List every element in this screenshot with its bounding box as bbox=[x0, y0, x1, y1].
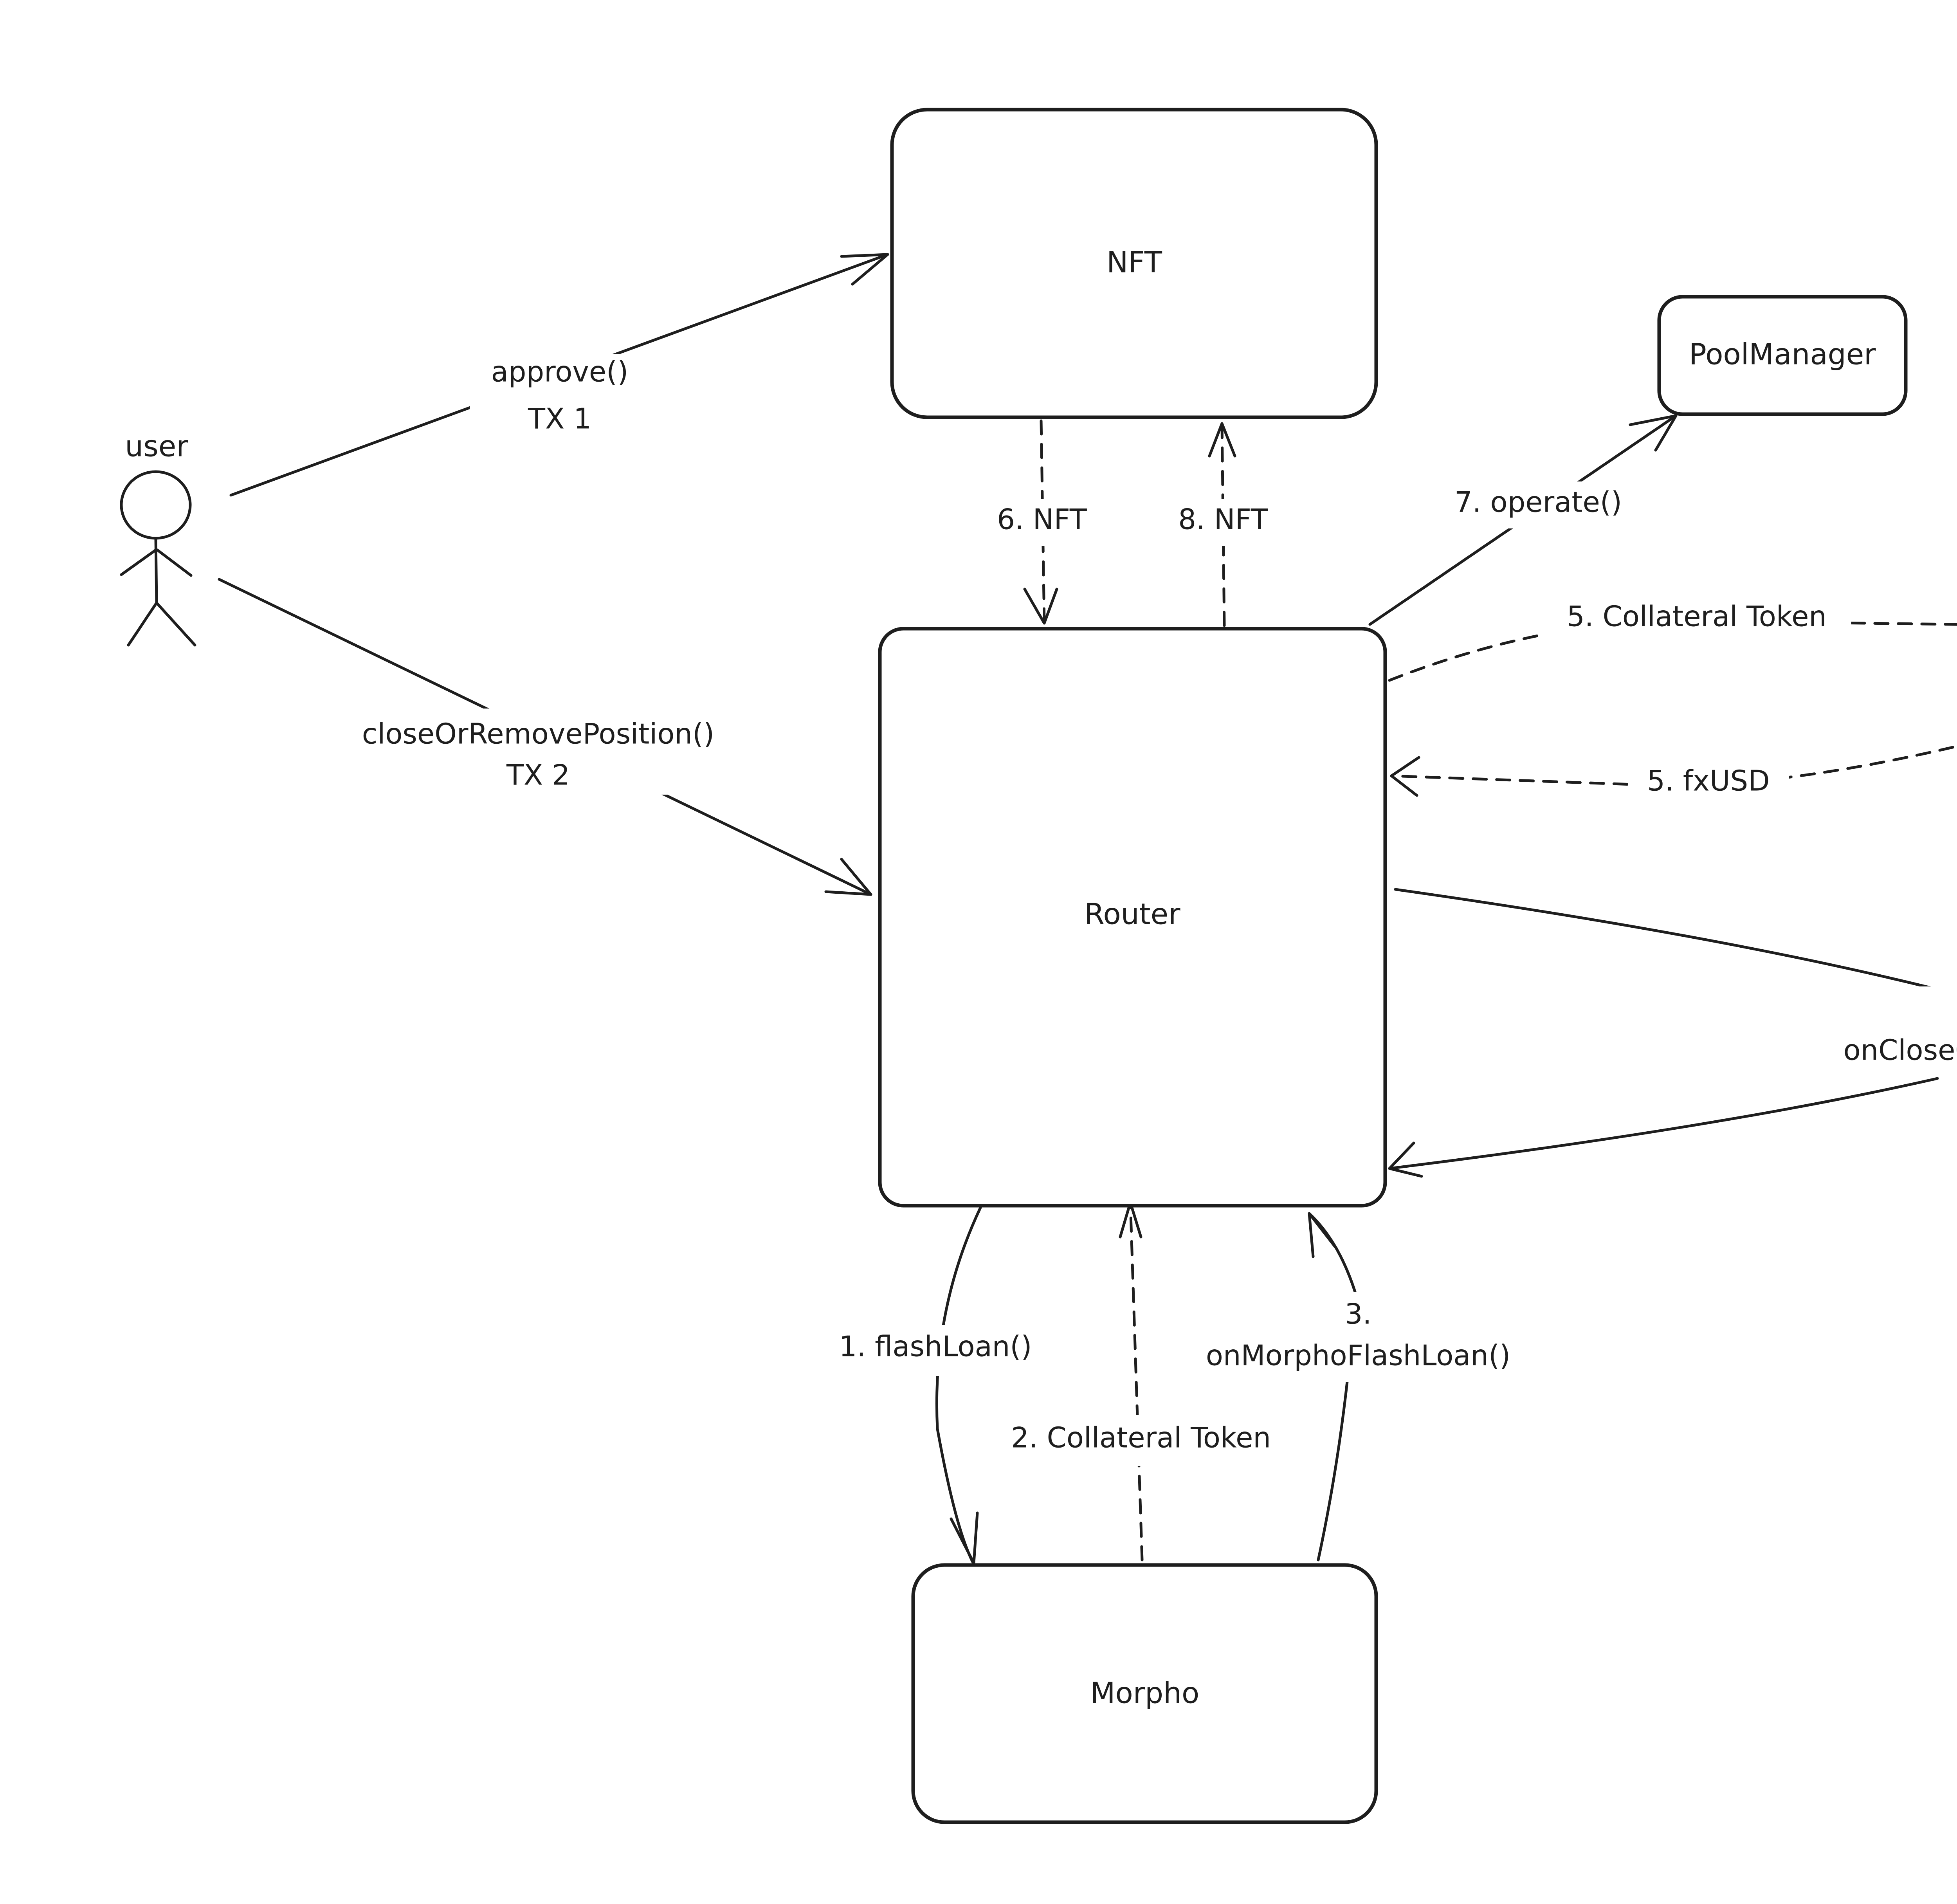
edge-label-fxusd: 5. fxUSD bbox=[1628, 759, 1789, 806]
edge-label-nft-8-text: 8. NFT bbox=[1178, 503, 1269, 536]
edge-label-collateral-morpho: 2. Collateral Token bbox=[979, 1415, 1303, 1466]
edge-label-close-or-remove: closeOrRemovePosition() TX 2 bbox=[329, 709, 751, 795]
actor-user[interactable]: user bbox=[120, 430, 196, 647]
edge-on-morpho-flashloan[interactable] bbox=[1308, 1212, 1357, 1561]
node-poolmanager-box bbox=[1657, 295, 1908, 416]
arrowhead-icon bbox=[1308, 1212, 1338, 1258]
edge-label-close-or-remove-line2: TX 2 bbox=[506, 759, 570, 792]
node-nft-box bbox=[890, 108, 1378, 419]
edge-label-on-close-or-remove-line2: onCloseOrRemovePosition() bbox=[1843, 1034, 1957, 1067]
node-poolmanager-label: PoolManager bbox=[1689, 338, 1876, 371]
node-morpho[interactable]: Morpho bbox=[911, 1563, 1378, 1824]
node-nft-label: NFT bbox=[1106, 246, 1162, 279]
edge-label-approve-line2: TX 1 bbox=[528, 402, 591, 435]
edge-label-approve: approve() TX 1 bbox=[470, 354, 642, 435]
actor-user-label: user bbox=[125, 430, 188, 463]
node-morpho-box bbox=[911, 1563, 1378, 1824]
node-router[interactable]: Router bbox=[878, 627, 1387, 1208]
arrowhead-icon bbox=[1629, 414, 1678, 452]
node-nft[interactable]: NFT bbox=[890, 108, 1378, 419]
node-router-box bbox=[878, 627, 1387, 1208]
edge-on-morpho-flashloan-line bbox=[1308, 1212, 1357, 1561]
edge-label-flashloan-text: 1. flashLoan() bbox=[839, 1330, 1032, 1363]
edge-label-nft-6: 6. NFT bbox=[979, 499, 1112, 546]
edge-collateral-morpho-line bbox=[1129, 1201, 1144, 1561]
arrowhead-icon bbox=[824, 858, 872, 896]
arrowhead-icon bbox=[950, 1511, 979, 1565]
edge-flashloan[interactable] bbox=[935, 1206, 982, 1565]
edge-label-collateral-dex-text: 5. Collateral Token bbox=[1567, 600, 1827, 633]
node-morpho-label: Morpho bbox=[1090, 1677, 1200, 1710]
edge-label-on-morpho-flashloan-line1: 3. bbox=[1345, 1298, 1372, 1331]
node-router-label: Router bbox=[1084, 898, 1180, 931]
edge-label-close-or-remove-line1: closeOrRemovePosition() bbox=[362, 718, 714, 750]
edge-label-fxusd-text: 5. fxUSD bbox=[1647, 764, 1770, 797]
edge-label-on-morpho-flashloan-line2: onMorphoFlashLoan() bbox=[1206, 1339, 1510, 1372]
edge-label-on-morpho-flashloan: 3. onMorphoFlashLoan() bbox=[1178, 1292, 1538, 1382]
edge-on-close-or-remove[interactable] bbox=[1388, 888, 1943, 1178]
edge-label-collateral-morpho-text: 2. Collateral Token bbox=[1011, 1421, 1271, 1454]
edge-flashloan-line bbox=[935, 1206, 982, 1563]
arrowhead-icon bbox=[1208, 422, 1236, 458]
edge-collateral-morpho[interactable] bbox=[1119, 1201, 1144, 1561]
edge-label-collateral-dex: 5. Collateral Token bbox=[1538, 595, 1851, 642]
arrowhead-icon bbox=[1023, 588, 1058, 625]
edge-label-nft-8: 8. NFT bbox=[1159, 499, 1292, 546]
arrowhead-icon bbox=[1388, 1141, 1423, 1178]
edge-label-flashloan: 1. flashLoan() bbox=[818, 1325, 1053, 1376]
edge-label-approve-line1: approve() bbox=[491, 355, 629, 388]
edge-label-nft-6-text: 6. NFT bbox=[997, 503, 1087, 536]
arrowhead-icon bbox=[1390, 756, 1420, 797]
edge-on-close-or-remove-line-out bbox=[1394, 888, 1943, 992]
edge-on-close-or-remove-line-in bbox=[1388, 1077, 1939, 1170]
node-poolmanager[interactable]: PoolManager bbox=[1657, 295, 1908, 416]
stick-figure-icon bbox=[120, 470, 196, 647]
edge-label-operate-text: 7. operate() bbox=[1454, 486, 1622, 519]
edge-label-on-close-or-remove: 4. onCloseOrRemovePosition() bbox=[1808, 986, 1957, 1076]
arrowhead-icon bbox=[840, 253, 889, 286]
edge-label-operate: 7. operate() bbox=[1433, 481, 1644, 528]
